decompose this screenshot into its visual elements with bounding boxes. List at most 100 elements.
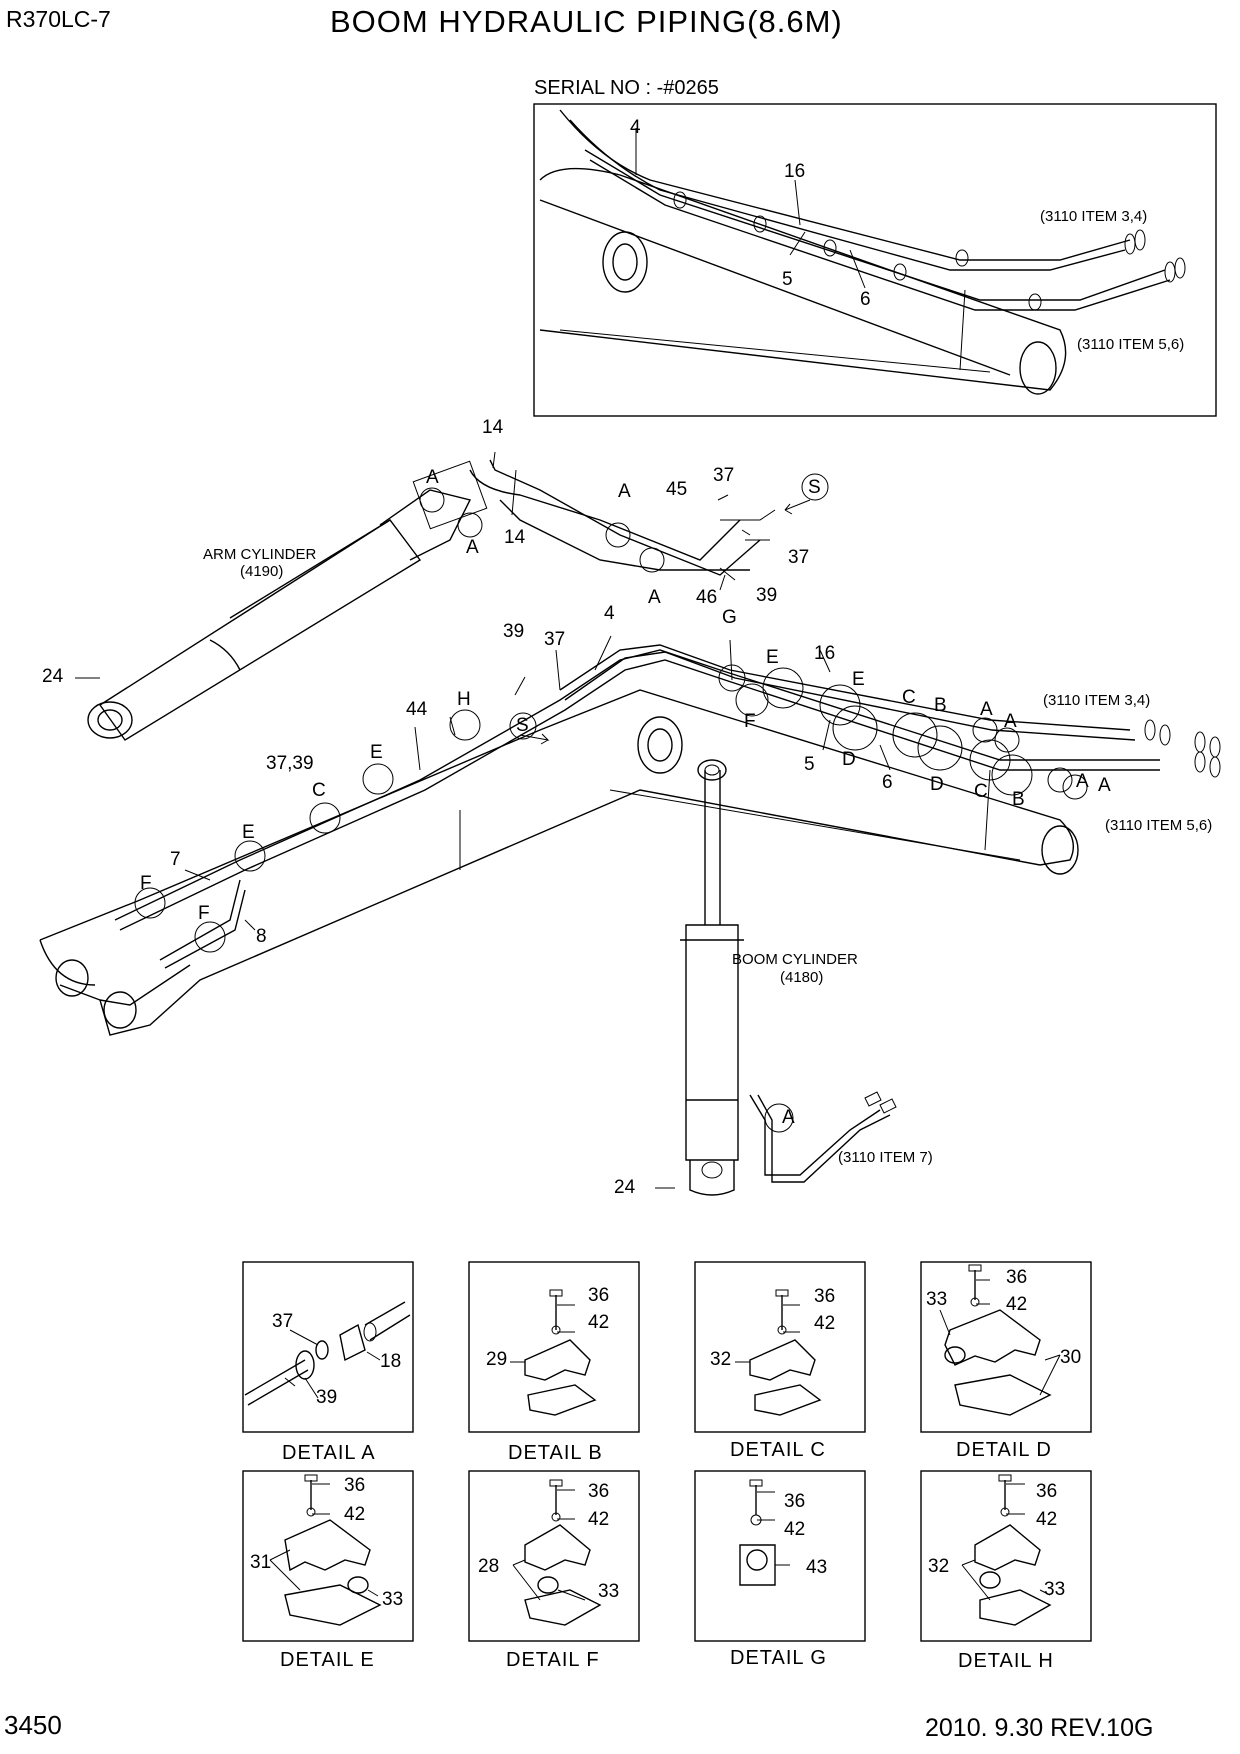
detail-e-callout: 31	[250, 1552, 272, 1573]
inset-view	[533, 103, 1217, 417]
main-ref-lower: (3110 ITEM 5,6)	[1105, 817, 1213, 834]
detail-f-caption: DETAIL F	[506, 1649, 600, 1671]
main-ref-item7: (3110 ITEM 7)	[838, 1149, 933, 1166]
callout: B	[1012, 789, 1025, 810]
detail-a-callout: 18	[380, 1351, 402, 1372]
detail-f-callout: 33	[598, 1581, 620, 1602]
detail-e-callout: 36	[344, 1475, 366, 1496]
callout: 8	[256, 926, 267, 947]
arm-cylinder-number: (4190)	[240, 563, 284, 580]
callout: A	[618, 481, 631, 502]
serial-number: SERIAL NO : -#0265	[534, 77, 719, 99]
detail-h-callout: 32	[928, 1556, 950, 1577]
callout: S	[516, 715, 529, 736]
callout: 4	[604, 603, 615, 624]
page-number: 3450	[4, 1710, 62, 1740]
detail-h-callout: 36	[1036, 1481, 1058, 1502]
callout: D	[930, 774, 944, 795]
page-title: BOOM HYDRAULIC PIPING(8.6M)	[330, 4, 843, 39]
inset-callout: 16	[784, 161, 806, 182]
detail-boxes	[242, 1261, 1092, 1642]
detail-c-callout: 32	[710, 1349, 732, 1370]
callout: 16	[814, 643, 836, 664]
callout: 46	[696, 587, 718, 608]
revision-date: 2010. 9.30 REV.10G	[925, 1714, 1154, 1742]
callout: F	[140, 873, 152, 894]
main-ref-upper: (3110 ITEM 3,4)	[1043, 692, 1151, 709]
callout: 37	[713, 465, 735, 486]
detail-b-callout: 42	[588, 1312, 610, 1333]
inset-callout: 6	[860, 289, 871, 310]
callout: D	[842, 749, 856, 770]
callout: A	[782, 1107, 795, 1128]
callout: E	[242, 822, 255, 843]
main-assembly	[39, 451, 1221, 1196]
callout: A	[426, 467, 439, 488]
detail-g-callout: 42	[784, 1519, 806, 1540]
detail-e-callout: 33	[382, 1589, 404, 1610]
callout: 24	[614, 1177, 636, 1198]
callout: A	[1076, 771, 1089, 792]
callout: C	[902, 687, 916, 708]
callout: 44	[406, 699, 428, 720]
callout: A	[648, 587, 661, 608]
detail-h-caption: DETAIL H	[958, 1650, 1054, 1672]
detail-b-callout: 29	[486, 1349, 508, 1370]
detail-d-callout: 42	[1006, 1294, 1028, 1315]
detail-b-callout: 36	[588, 1285, 610, 1306]
callout: B	[934, 695, 947, 716]
detail-f-callout: 42	[588, 1509, 610, 1530]
callout: 24	[42, 666, 64, 687]
boom-cylinder-number: (4180)	[780, 969, 824, 986]
callout: C	[974, 781, 988, 802]
arm-cylinder-label: ARM CYLINDER	[203, 546, 317, 563]
inset-callout: 5	[782, 269, 793, 290]
detail-clamps	[269, 1264, 1061, 1626]
detail-f-callout: 36	[588, 1481, 610, 1502]
detail-c-callout: 42	[814, 1313, 836, 1334]
callout: 6	[882, 772, 893, 793]
detail-a-parts	[244, 1301, 411, 1406]
callout: 39	[756, 585, 778, 606]
detail-g-caption: DETAIL G	[730, 1647, 827, 1669]
detail-d-callout: 33	[926, 1289, 948, 1310]
callout: C	[312, 780, 326, 801]
callout: 37	[544, 629, 566, 650]
detail-c-callout: 36	[814, 1286, 836, 1307]
detail-a-callout: 37	[272, 1311, 294, 1332]
callout: A	[466, 537, 479, 558]
inset-callout: 4	[630, 117, 641, 138]
callout: H	[457, 689, 471, 710]
detail-f-callout: 28	[478, 1556, 500, 1577]
callout: 45	[666, 479, 688, 500]
inset-ref-lower: (3110 ITEM 5,6)	[1077, 336, 1185, 353]
detail-e-callout: 42	[344, 1504, 366, 1525]
inset-ref-upper: (3110 ITEM 3,4)	[1040, 208, 1148, 225]
detail-d-callout: 30	[1060, 1347, 1082, 1368]
callout: 14	[504, 527, 526, 548]
detail-a-callout: 39	[316, 1387, 338, 1408]
detail-g-callout: 43	[806, 1557, 828, 1578]
callout: 39	[503, 621, 525, 642]
model-label: R370LC-7	[6, 6, 111, 32]
callout: E	[852, 669, 865, 690]
detail-e-caption: DETAIL E	[280, 1649, 375, 1671]
detail-h-callout: 42	[1036, 1509, 1058, 1530]
callout: G	[722, 607, 737, 628]
callout: A	[980, 699, 993, 720]
callout: 37,39	[266, 753, 314, 774]
detail-h-callout: 33	[1044, 1579, 1066, 1600]
detail-a-caption: DETAIL A	[282, 1442, 376, 1464]
callout: 5	[804, 754, 815, 775]
callout: 7	[170, 849, 181, 870]
detail-d-callout: 36	[1006, 1267, 1028, 1288]
callout: A	[1004, 711, 1017, 732]
callout: 37	[788, 547, 810, 568]
callout: 14	[482, 417, 504, 438]
callout: E	[370, 742, 383, 763]
callout: A	[1098, 775, 1111, 796]
detail-g-callout: 36	[784, 1491, 806, 1512]
boom-cylinder-label: BOOM CYLINDER	[732, 951, 858, 968]
callout: E	[766, 647, 779, 668]
